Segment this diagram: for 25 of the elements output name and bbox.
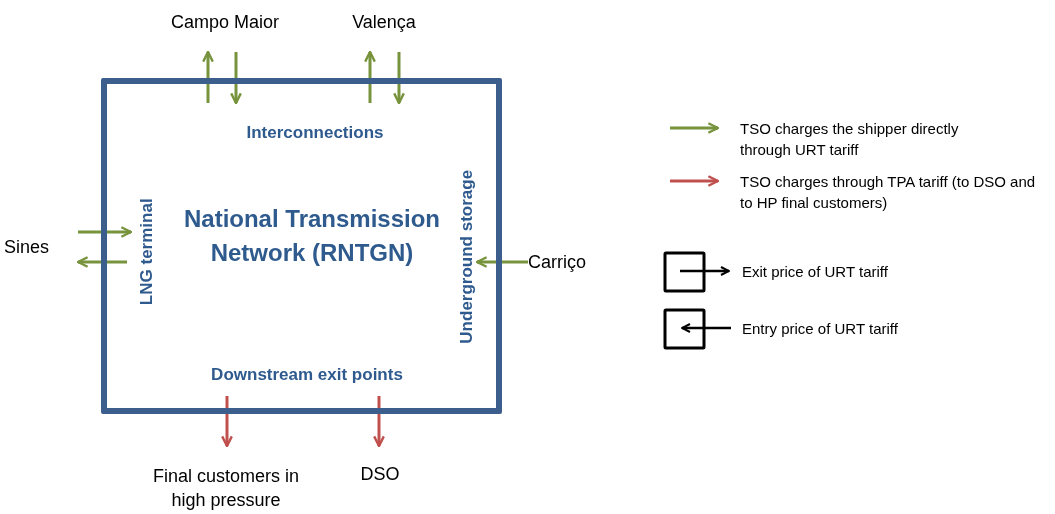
section-label: Underground storage bbox=[456, 168, 478, 346]
network-title: National Transmission Network (RNTGN) bbox=[182, 204, 442, 268]
arrow bbox=[221, 396, 233, 448]
arrow bbox=[230, 52, 242, 105]
location-label: Campo Maior bbox=[170, 11, 279, 34]
legend-text: Entry price of URT tariff bbox=[742, 319, 899, 339]
section-label: Downstream exit points bbox=[210, 364, 404, 386]
arrow bbox=[475, 256, 528, 268]
legend-text: TSO charges through TPA tariff (to DSO and to HP final customers) bbox=[740, 172, 1037, 213]
location-label: DSO bbox=[360, 463, 400, 486]
network-box bbox=[101, 78, 502, 414]
section-label: Interconnections bbox=[245, 122, 385, 144]
arrow bbox=[76, 256, 127, 268]
location-label: Valença bbox=[352, 11, 416, 34]
location-label: Final customers in high pressure bbox=[151, 465, 301, 512]
arrow bbox=[202, 50, 214, 103]
location-label: Sines bbox=[4, 236, 50, 259]
arrow bbox=[364, 50, 376, 103]
legend-text: Exit price of URT tariff bbox=[742, 262, 889, 282]
legend-text: TSO charges the shipper directly through URT tariff bbox=[740, 119, 960, 160]
arrow bbox=[393, 52, 405, 105]
arrow bbox=[373, 396, 385, 448]
arrow bbox=[78, 226, 133, 238]
section-label: LNG terminal bbox=[136, 197, 158, 308]
location-label: Carriço bbox=[528, 251, 586, 274]
